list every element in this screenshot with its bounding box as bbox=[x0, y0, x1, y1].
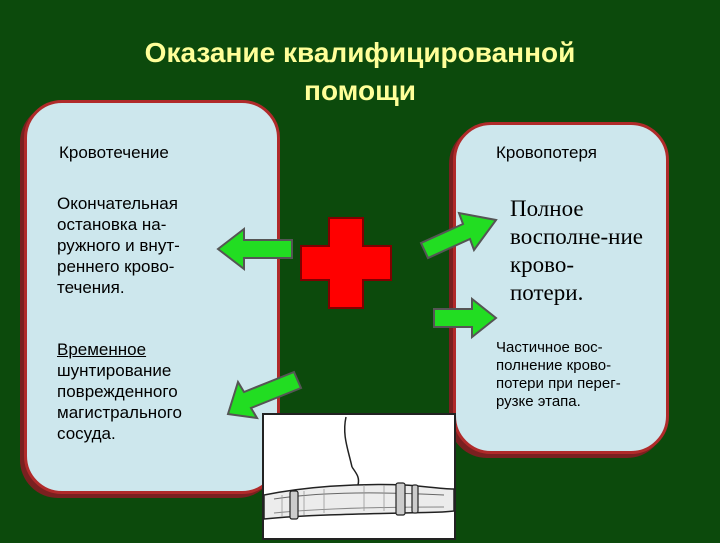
text-line: Окончательная bbox=[57, 194, 178, 213]
bleeding-temporary-shunt-text: Временное шунтирование поврежденного маг… bbox=[57, 339, 182, 444]
bleeding-definitive-stop-text: Окончательная остановка на- ружного и вн… bbox=[57, 193, 180, 298]
page-title: Оказание квалифицированной помощи bbox=[60, 34, 660, 110]
text-line: ружного и внут- bbox=[57, 236, 180, 255]
text-line: реннего крово- bbox=[57, 257, 175, 276]
arrow-left-lower-icon bbox=[226, 370, 303, 420]
blood-loss-heading: Кровопотеря bbox=[496, 143, 597, 162]
arrow-left-upper-icon bbox=[216, 226, 293, 272]
text-line: полнение крово- bbox=[496, 357, 612, 374]
arrow-right-upper-icon bbox=[419, 211, 498, 260]
text-line: течения. bbox=[57, 278, 125, 297]
bleeding-panel: Кровотечение Окончательная остановка на-… bbox=[24, 100, 280, 494]
text-line: крово- bbox=[510, 252, 575, 277]
text-line: потери. bbox=[510, 280, 584, 305]
vessel-shunt-drawing bbox=[263, 416, 455, 520]
text-line: восполне-ние bbox=[510, 224, 643, 249]
text-line: потери при перег- bbox=[496, 375, 621, 392]
text-line: Полное bbox=[510, 196, 584, 221]
blood-loss-full-replacement-text: Полное восполне-ние крово- потери. bbox=[510, 195, 643, 307]
arrow-right-lower-icon bbox=[433, 296, 498, 340]
blood-loss-panel: Кровопотеря Полное восполне-ние крово- п… bbox=[453, 122, 669, 454]
text-line: Частичное вос- bbox=[496, 339, 603, 356]
title-line-1: Оказание квалифицированной bbox=[144, 37, 576, 68]
vessel-shunt-illustration bbox=[262, 413, 456, 540]
text-line: рузке этапа. bbox=[496, 393, 581, 410]
text-line: поврежденного bbox=[57, 382, 178, 401]
text-line: магистрального bbox=[57, 403, 182, 422]
title-line-2: помощи bbox=[304, 75, 416, 106]
red-cross-icon bbox=[300, 217, 392, 309]
text-line: сосуда. bbox=[57, 424, 116, 443]
bleeding-heading: Кровотечение bbox=[59, 143, 169, 162]
blood-loss-partial-replacement-text: Частичное вос- полнение крово- потери пр… bbox=[496, 339, 621, 411]
text-line: шунтирование bbox=[57, 361, 172, 380]
text-line: остановка на- bbox=[57, 215, 167, 234]
text-line: Временное bbox=[57, 340, 147, 359]
